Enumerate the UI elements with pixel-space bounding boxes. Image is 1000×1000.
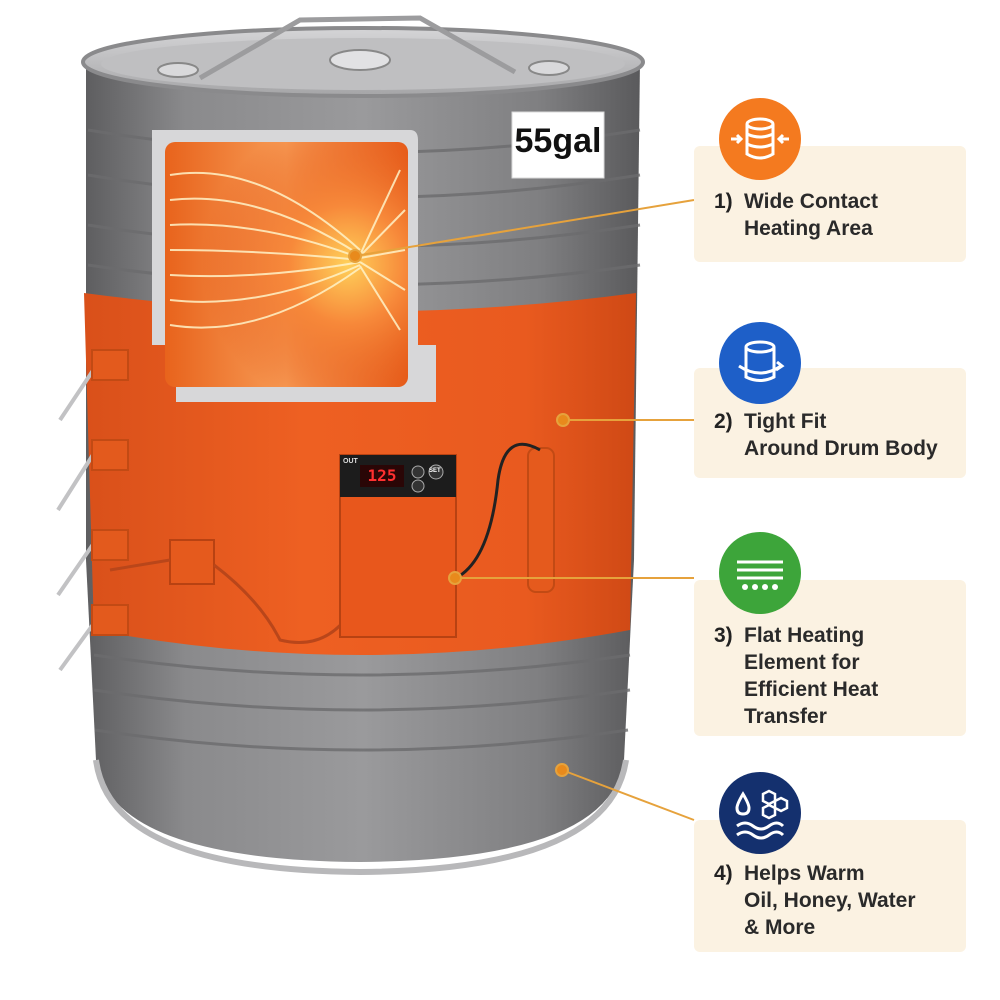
feature-line: Helps Warm	[744, 862, 865, 885]
drum-bottom-rim	[93, 759, 629, 876]
feature-number: 2)	[714, 410, 733, 433]
junction-box	[169, 539, 215, 585]
drum-illustration	[56, 15, 695, 876]
feature-line: Element for	[744, 651, 860, 674]
feature-line: Flat Heating	[744, 624, 865, 647]
controller-down-button-icon	[411, 479, 425, 493]
spring-tab	[91, 349, 129, 381]
feature-line: Transfer	[744, 705, 827, 728]
feature-line: Oil, Honey, Water	[744, 889, 916, 912]
feature-number: 1)	[714, 190, 733, 213]
tension-springs	[56, 358, 102, 672]
spring-tab	[91, 529, 129, 561]
controller-up-button-icon	[411, 465, 425, 479]
drum-wrap-icon	[719, 322, 801, 404]
sensor-probe	[527, 447, 555, 593]
size-label-bg	[511, 111, 605, 179]
feature-line: Tight Fit	[744, 410, 827, 433]
spring-tab	[91, 604, 129, 636]
controller-out-label: OUT	[343, 458, 358, 465]
controller-set-label: SET	[429, 468, 441, 474]
leader-lines	[348, 199, 695, 821]
probe-cable	[455, 442, 541, 580]
drum-size-label: 55gal	[514, 122, 602, 160]
heat-wave-lines	[169, 169, 406, 331]
feature-line: Efficient Heat	[744, 678, 879, 701]
feature-line: Wide Contact	[744, 190, 878, 213]
bung-cap-icon	[329, 49, 391, 71]
bung-cap-icon	[528, 60, 570, 76]
feature-line: Heating Area	[744, 217, 873, 240]
spring-tab	[91, 439, 129, 471]
controller-set-button-icon	[428, 464, 444, 480]
lid-handle-icon	[198, 15, 517, 81]
feature-line: & More	[744, 916, 816, 939]
feature-number: 3)	[714, 624, 733, 647]
controller-display: 125	[367, 466, 397, 485]
heating-element-icon	[719, 532, 801, 614]
power-cable	[109, 558, 347, 644]
feature-line: Around Drum Body	[744, 437, 938, 460]
drum-squeeze-icon	[719, 98, 801, 180]
liquids-icon	[719, 772, 801, 854]
bung-cap-icon	[157, 62, 199, 78]
feature-number: 4)	[714, 862, 733, 885]
